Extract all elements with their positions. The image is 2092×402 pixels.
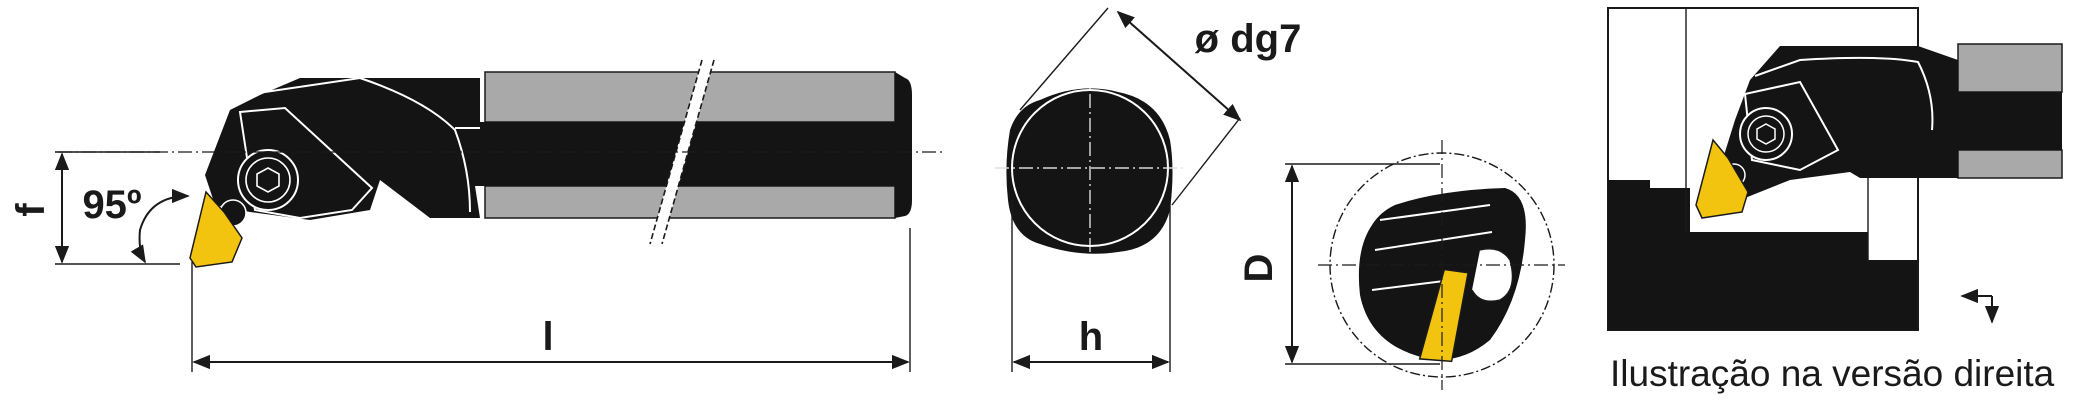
angle-arc xyxy=(130,188,190,264)
end-view: ø dg7 h xyxy=(995,7,1302,372)
right-version-illustration: Ilustração na versão direita xyxy=(1607,7,2063,394)
angle-label: 95º xyxy=(82,183,141,227)
illustration-insert xyxy=(1695,138,1749,219)
h-label: h xyxy=(1079,315,1103,359)
cutting-insert xyxy=(189,190,243,268)
bore-view: D xyxy=(1237,140,1565,390)
diameter-label: ø dg7 xyxy=(1195,17,1302,61)
diameter-dimension-line xyxy=(1116,10,1242,122)
bore-insert xyxy=(1418,268,1469,363)
side-view: f 95º l xyxy=(9,59,945,372)
caption: Ilustração na versão direita xyxy=(1610,353,2055,394)
l-label: l xyxy=(542,315,553,359)
D-label: D xyxy=(1237,254,1281,283)
shank-bottom-flat xyxy=(484,185,896,219)
f-label: f xyxy=(9,203,53,217)
shank-end xyxy=(895,72,912,218)
